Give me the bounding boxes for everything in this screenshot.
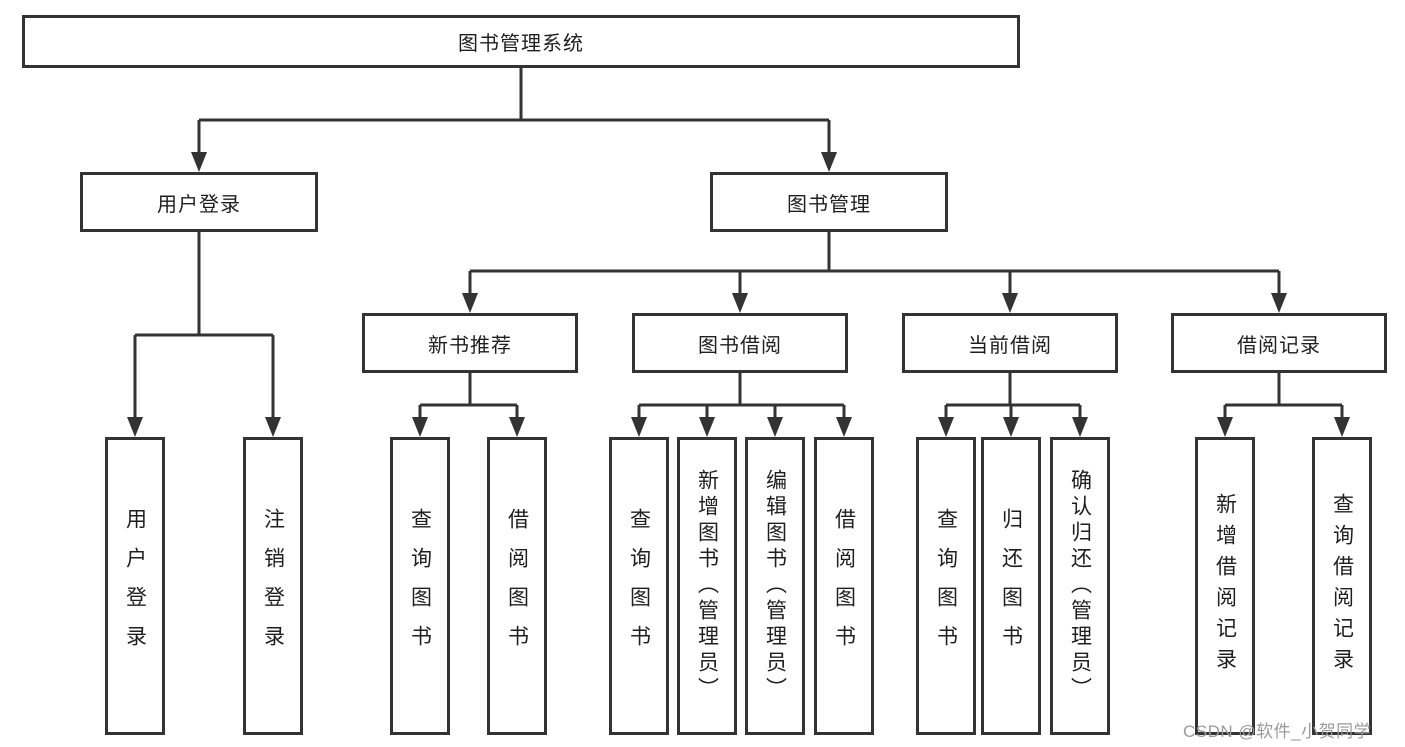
leaf-query-borrow-record: 查询借阅记录: [1312, 437, 1372, 735]
leaf-confirm-return-admin: 确认归还（管理员）: [1050, 437, 1110, 735]
node-current-borrow: 当前借阅: [902, 313, 1118, 373]
leaf-label: 查询借阅记录: [1330, 493, 1354, 679]
leaf-label: 查询图书: [934, 508, 958, 664]
node-label: 图书借阅: [698, 334, 782, 357]
leaf-label: 查询图书: [408, 508, 432, 664]
leaf-add-book-admin: 新增图书（管理员）: [677, 437, 737, 735]
leaf-query-books-recommend: 查询图书: [390, 437, 450, 735]
leaf-query-books-borrow: 查询图书: [609, 437, 669, 735]
leaf-borrow-books-recommend: 借阅图书: [487, 437, 547, 735]
node-label: 借阅记录: [1237, 334, 1321, 357]
leaf-label: 确认归还（管理员）: [1068, 469, 1092, 703]
leaf-label: 查询图书: [627, 508, 651, 664]
leaf-label: 编辑图书（管理员）: [763, 469, 787, 703]
node-label: 用户登录: [157, 193, 241, 216]
node-label: 图书管理: [787, 193, 871, 216]
leaf-add-borrow-record: 新增借阅记录: [1195, 437, 1255, 735]
leaf-logout: 注销登录: [243, 437, 303, 735]
leaf-query-books-current: 查询图书: [916, 437, 976, 735]
node-library-management-system: 图书管理系统: [22, 15, 1020, 68]
node-label: 图书管理系统: [458, 33, 584, 55]
leaf-borrow-books: 借阅图书: [814, 437, 874, 735]
leaf-label: 借阅图书: [832, 508, 856, 664]
node-book-management: 图书管理: [710, 172, 948, 232]
leaf-return-book: 归还图书: [981, 437, 1041, 735]
leaf-label: 新增图书（管理员）: [695, 469, 719, 703]
node-label: 当前借阅: [968, 334, 1052, 357]
leaf-user-login: 用户登录: [105, 437, 165, 735]
node-user-login: 用户登录: [80, 172, 318, 232]
leaf-label: 归还图书: [999, 508, 1023, 664]
leaf-label: 注销登录: [261, 508, 285, 664]
node-new-book-recommend: 新书推荐: [362, 313, 578, 373]
leaf-edit-book-admin: 编辑图书（管理员）: [745, 437, 805, 735]
leaf-label: 新增借阅记录: [1213, 493, 1237, 679]
node-borrow-records: 借阅记录: [1171, 313, 1387, 373]
leaf-label: 借阅图书: [505, 508, 529, 664]
leaf-label: 用户登录: [123, 508, 147, 664]
csdn-watermark: CSDN @软件_小贺同学: [1183, 722, 1372, 741]
node-label: 新书推荐: [428, 334, 512, 357]
node-book-borrow: 图书借阅: [632, 313, 848, 373]
